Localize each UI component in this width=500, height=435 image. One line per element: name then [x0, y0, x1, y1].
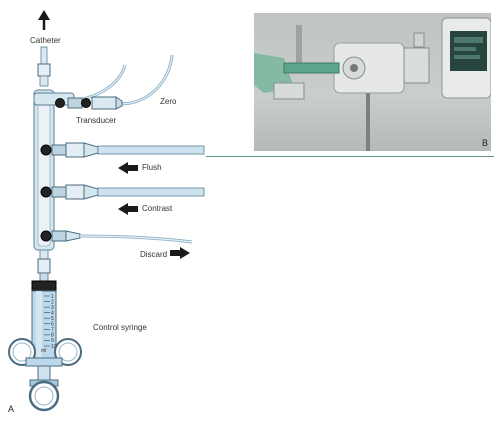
label-zero: Zero	[160, 97, 177, 106]
scale-label: 10	[51, 344, 57, 350]
scale-label: 4	[51, 310, 54, 316]
control-syringe	[8, 272, 82, 412]
iv-pole	[366, 73, 370, 151]
scale-label: 9	[51, 338, 54, 344]
label-catheter: Catheter	[30, 36, 61, 45]
label-control-syringe: Control syringe	[93, 323, 147, 332]
scale-label: 3	[51, 305, 54, 311]
manifold-body	[33, 89, 75, 251]
contrast-branch	[40, 184, 205, 200]
scale-label: 2	[51, 299, 54, 305]
divider-line	[206, 156, 494, 157]
discard-branch	[40, 230, 193, 244]
label-contrast: Contrast	[142, 204, 173, 213]
scale-label: 7	[51, 327, 54, 333]
catheter-connector	[37, 63, 51, 77]
scale-label: 8	[51, 333, 54, 339]
panel-label-a: A	[8, 404, 14, 414]
flush-arrow	[118, 162, 138, 174]
scale-label: 1	[51, 294, 54, 300]
stopcock-top	[55, 98, 65, 108]
panel-label-b: B	[482, 138, 488, 148]
scale-label: 6	[51, 322, 54, 328]
scale-label: 5	[51, 316, 54, 322]
catheter-arrow	[38, 10, 50, 30]
transducer	[91, 96, 117, 110]
contrast-arrow	[118, 203, 138, 215]
flush-branch	[40, 142, 205, 158]
manifold-diagram: Catheter Zero Transducer Flush	[8, 10, 205, 414]
discard-arrow	[170, 247, 190, 259]
zero-tube	[69, 64, 127, 102]
label-discard: Discard	[140, 250, 167, 259]
label-transducer: Transducer	[76, 116, 117, 125]
blank-area	[206, 160, 494, 430]
syringe-unit: ml	[41, 348, 46, 354]
label-flush: Flush	[142, 163, 162, 172]
syringe-connector	[37, 258, 51, 274]
manifold-photo: B	[254, 13, 491, 151]
